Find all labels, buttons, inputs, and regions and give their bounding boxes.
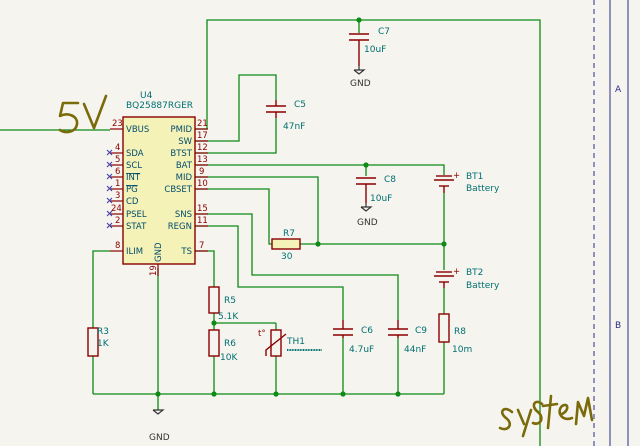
pin-num-psel: 24	[111, 204, 122, 214]
capacitor-c9[interactable]: C9 44nF	[388, 320, 427, 355]
bt2-plus: +	[453, 267, 460, 277]
th1-ref: TH1	[286, 337, 305, 347]
pin-name-ts: TS	[180, 247, 192, 257]
bt2-ref: BT2	[466, 268, 483, 278]
r3-ref: R3	[97, 327, 109, 337]
pin-name-int: INT	[126, 173, 141, 183]
capacitor-c7[interactable]: C7 10uF	[349, 27, 390, 66]
pin-num-pmid: 21	[197, 119, 208, 129]
pin-num-sda: 4	[115, 143, 120, 153]
gnd-symbol-main: GND	[149, 409, 170, 443]
pin-num-sw: 17	[197, 131, 208, 141]
pin-num-stat: 2	[115, 216, 120, 226]
capacitor-c6[interactable]: C6 4.7uF	[333, 320, 374, 355]
pin-num-pg: 1	[115, 179, 120, 189]
sheet-border: A B	[593, 0, 629, 446]
pin-num-mid: 9	[199, 167, 204, 177]
gnd-symbol-c7: GND	[350, 66, 371, 89]
pin-name-cbset: CBSET	[164, 185, 192, 195]
pin-name-mid: MID	[176, 173, 193, 183]
resistor-r6[interactable]: R6 10K	[208, 329, 238, 363]
pin-name-psel: PSEL	[126, 210, 147, 220]
gnd-label-main: GND	[149, 433, 170, 443]
c6-ref: C6	[361, 326, 373, 336]
r6-value: 10K	[220, 353, 238, 363]
gnd-label-c7: GND	[350, 79, 371, 89]
c5-ref: C5	[294, 100, 306, 110]
resistor-r3[interactable]: R3 1K	[87, 327, 110, 357]
junctions	[155, 17, 447, 397]
pin-name-scl: SCL	[126, 161, 142, 171]
pin-num-bat: 13	[197, 155, 208, 165]
capacitor-c8[interactable]: C8 10uF	[356, 175, 396, 204]
resistor-r5[interactable]: R5 5.1K	[208, 286, 239, 322]
c8-ref: C8	[384, 175, 396, 185]
pin-name-cd: CD	[126, 197, 139, 207]
ic-pin-stubs	[110, 128, 208, 276]
resistor-r7[interactable]: R7 30	[271, 229, 301, 262]
pin-num-ilim: 8	[115, 241, 120, 251]
r3-value: 1K	[97, 339, 110, 349]
handwritten-system-label	[498, 394, 594, 438]
r6-ref: R6	[224, 339, 236, 349]
battery-bt2[interactable]: + BT2 Battery	[434, 267, 500, 291]
bt2-value: Battery	[466, 281, 500, 291]
pin-name-stat: STAT	[126, 222, 147, 232]
pin-name-btst: BTST	[170, 149, 192, 159]
pin-num-regn: 11	[197, 216, 208, 226]
pin-num-sns: 15	[197, 204, 208, 214]
bt1-ref: BT1	[466, 172, 483, 182]
gnd-symbol-c8: GND	[357, 203, 378, 228]
bt1-value: Battery	[466, 184, 500, 194]
pin-name-sda: SDA	[126, 149, 144, 159]
no-connect-marks	[106, 149, 113, 229]
border-zone-b: B	[615, 321, 621, 331]
r5-ref: R5	[224, 296, 236, 306]
c7-value: 10uF	[364, 45, 386, 55]
handwritten-5v-label	[58, 94, 108, 134]
th1-temp-mark: t°	[258, 329, 266, 339]
pin-name-sns: SNS	[175, 210, 192, 220]
r8-value: 10m	[452, 345, 472, 355]
pin-name-regn: REGN	[168, 222, 192, 232]
pin-num-vbus: 23	[112, 119, 123, 129]
pin-num-gnd: 19	[149, 265, 159, 276]
resistor-r8[interactable]: R8 10m	[438, 313, 472, 355]
ic-u4[interactable]: U4 BQ25887RGER	[106, 91, 208, 276]
pin-name-bat: BAT	[176, 161, 193, 171]
bt1-plus: +	[453, 171, 460, 181]
c8-value: 10uF	[370, 194, 392, 204]
r5-value: 5.1K	[218, 312, 239, 322]
pin-num-cd: 3	[115, 191, 120, 201]
pin-name-vbus: VBUS	[126, 125, 149, 135]
c6-value: 4.7uF	[349, 345, 374, 355]
ic-ref: U4	[140, 91, 153, 101]
pin-name-pg: PG	[126, 185, 138, 195]
pin-num-ts: 7	[199, 241, 204, 251]
pin-name-sw: SW	[178, 137, 192, 147]
thermistor-th1[interactable]: t° TH1	[258, 329, 322, 357]
c9-value: 44nF	[404, 345, 426, 355]
ic-part-number: BQ25887RGER	[126, 101, 193, 111]
r7-value: 30	[281, 252, 293, 262]
pin-name-pmid: PMID	[170, 125, 192, 135]
c9-ref: C9	[415, 326, 427, 336]
capacitor-c5[interactable]: C5 47nF	[266, 100, 306, 132]
pin-name-ilim: ILIM	[126, 247, 143, 257]
wires	[0, 19, 541, 446]
pin-name-gnd: GND	[154, 242, 164, 262]
battery-bt1[interactable]: + BT1 Battery	[434, 171, 500, 194]
pin-num-int: 6	[115, 167, 120, 177]
c5-value: 47nF	[283, 122, 305, 132]
r7-ref: R7	[283, 229, 295, 239]
border-zone-a: A	[615, 85, 622, 95]
r8-ref: R8	[454, 327, 466, 337]
c7-ref: C7	[378, 27, 390, 37]
gnd-label-c8: GND	[357, 218, 378, 228]
pin-num-btst: 12	[197, 143, 208, 153]
pin-num-scl: 5	[115, 155, 120, 165]
pin-num-cbset: 10	[197, 179, 208, 189]
